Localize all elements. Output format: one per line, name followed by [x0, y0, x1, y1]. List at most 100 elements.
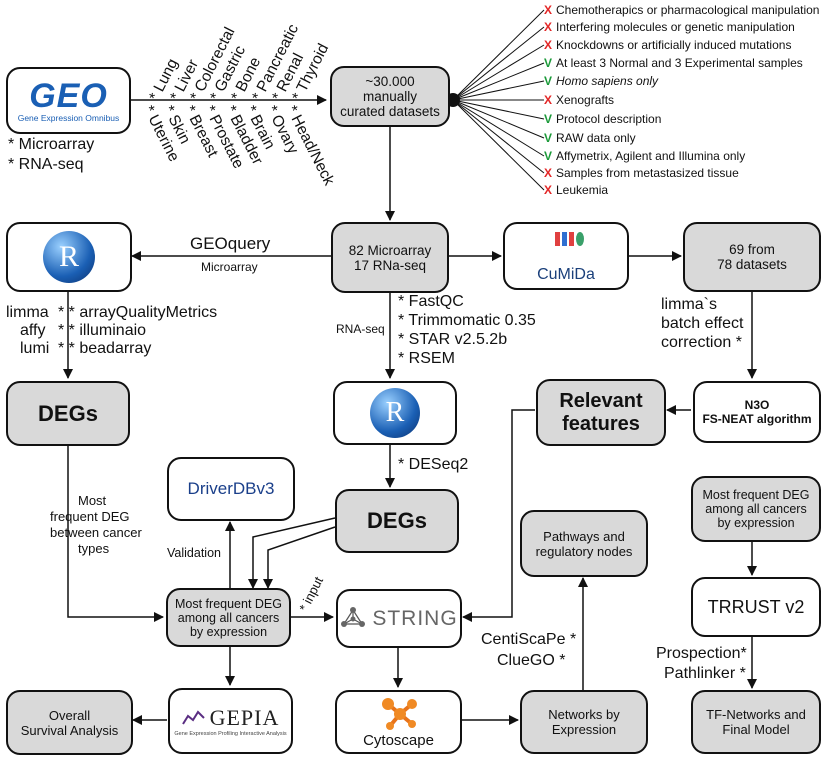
- cytoscape-label: Cytoscape: [363, 732, 434, 749]
- networks-box: Networks by Expression: [520, 690, 648, 754]
- driverdb-box: DriverDBv3: [167, 457, 295, 521]
- cumida-label: CuMiDa: [537, 266, 595, 283]
- relevant-features-line: features: [562, 412, 640, 435]
- prospection-label: Prospection*: [656, 645, 747, 662]
- selected-datasets-line1: 69 from: [729, 242, 775, 257]
- overall-survival-line: Survival Analysis: [20, 722, 119, 738]
- overall-survival-line: Overall: [48, 707, 91, 723]
- most-frequent-line: among all cancers: [177, 610, 280, 625]
- deseq-label: * DESeq2: [398, 456, 469, 473]
- n3o-subtitle: FS-NEAT algorithm: [702, 412, 812, 426]
- networks-line: Networks by: [548, 707, 620, 722]
- cluego-label: ClueGO *: [497, 652, 566, 669]
- most-frequent-line: among all cancers: [705, 502, 807, 516]
- cumida-box: CuMiDa: [503, 222, 629, 290]
- pathways-line: Pathways and: [543, 528, 625, 544]
- geo-box: GEO Gene Expression Omnibus: [6, 67, 131, 134]
- n3o-title: N3O: [744, 398, 770, 412]
- cytoscape-icon: [382, 698, 417, 730]
- package-limma: limma: [6, 304, 49, 321]
- pathlinker-label: Pathlinker *: [664, 665, 746, 682]
- degs-label: DEGs: [367, 508, 427, 533]
- package-aqm: * * arrayQualityMetrics: [58, 304, 218, 321]
- batch-correction-line: correction *: [661, 334, 742, 351]
- between-types-line: between cancer: [50, 525, 142, 540]
- between-types-line: frequent DEG: [50, 509, 130, 524]
- trrust-box: TRRUST v2: [691, 577, 821, 637]
- batch-correction-line: batch effect: [661, 315, 744, 332]
- tf-networks-box: TF-Networks and Final Model: [691, 690, 821, 754]
- r-box-top: R: [6, 222, 132, 292]
- batch-correction-line: limma`s: [661, 296, 717, 313]
- string-network-icon: [341, 606, 366, 627]
- between-types-line: types: [78, 541, 110, 556]
- pathways-line: regulatory nodes: [535, 543, 633, 559]
- geo-logo: GEO: [29, 76, 108, 115]
- curated-datasets-box: ~30.000 manually curated datasets: [330, 66, 450, 127]
- most-frequent-deg-box-right: Most frequent DEG among all cancers by e…: [691, 476, 821, 542]
- geo-type-microarray: * Microarray: [8, 136, 95, 153]
- package-lumi: lumi: [20, 340, 50, 357]
- rnaseq-tool: * Trimmomatic 0.35: [398, 312, 536, 329]
- package-affy: affy: [20, 322, 46, 339]
- geo-logo-subtitle: Gene Expression Omnibus: [17, 112, 120, 123]
- degs-label: DEGs: [38, 400, 98, 426]
- degs-box-left: DEGs: [6, 381, 130, 446]
- tf-networks-line: Final Model: [722, 722, 790, 737]
- gepia-subtitle: Gene Expression Profiling Interactive An…: [174, 731, 287, 737]
- package-beadarray: * * beadarray: [58, 340, 152, 357]
- n3o-box: N3O FS-NEAT algorithm: [693, 381, 821, 443]
- networks-line: Expression: [551, 722, 617, 737]
- geo-type-rnaseq: * RNA-seq: [8, 156, 84, 173]
- most-frequent-line: by expression: [717, 516, 795, 530]
- gepia-label: GEPIA: [209, 705, 280, 730]
- degs-box-mid: DEGs: [335, 489, 459, 553]
- geoquery-sublabel: Microarray: [201, 260, 258, 274]
- gepia-box: GEPIA Gene Expression Profiling Interact…: [168, 688, 293, 754]
- validation-label: Validation: [167, 546, 221, 560]
- pathways-box: Pathways and regulatory nodes: [520, 510, 648, 577]
- overall-survival-box: Overall Survival Analysis: [6, 690, 133, 755]
- relevant-features-line: Relevant: [559, 389, 643, 412]
- most-frequent-deg-box: Most frequent DEG among all cancers by e…: [166, 588, 291, 647]
- dataset-counts-box: 82 Microarray 17 RNa-seq: [331, 222, 449, 293]
- curated-datasets-label: ~30.000 manually curated datasets: [340, 74, 440, 119]
- microarray-count: 82 Microarray: [348, 242, 432, 258]
- geoquery-label: GEOquery: [190, 234, 271, 253]
- r-box-mid: R: [333, 381, 457, 445]
- driverdb-label: DriverDBv3: [187, 479, 275, 498]
- most-frequent-line: Most frequent DEG: [702, 488, 810, 502]
- most-frequent-line: Most frequent DEG: [175, 596, 282, 611]
- tf-networks-line: TF-Networks and: [706, 707, 806, 722]
- gepia-chart-icon: [181, 710, 205, 725]
- r-logo: R: [43, 231, 95, 283]
- trrust-label: TRRUST v2: [707, 596, 805, 617]
- relevant-features-box: Relevant features: [536, 379, 666, 446]
- most-frequent-line: by expression: [189, 624, 268, 639]
- selected-datasets-box: 69 from 78 datasets: [683, 222, 821, 292]
- rnaseq-tool: * RSEM: [398, 350, 455, 367]
- cytoscape-box: Cytoscape: [335, 690, 462, 754]
- package-illuminaio: * * illuminaio: [58, 322, 147, 339]
- cumida-icon: [555, 232, 584, 246]
- string-label: STRING: [372, 606, 458, 630]
- r-logo: R: [370, 388, 420, 438]
- centiscape-label: CentiScaPe *: [481, 631, 577, 648]
- rnaseq-tool: * FastQC: [398, 293, 464, 310]
- selected-datasets-line2: 78 datasets: [717, 257, 787, 272]
- rnaseq-label: RNA-seq: [336, 322, 385, 336]
- rnaseq-tool: * STAR v2.5.2b: [398, 331, 508, 348]
- between-types-line: Most: [78, 493, 107, 508]
- rnaseq-count: 17 RNa-seq: [353, 257, 427, 273]
